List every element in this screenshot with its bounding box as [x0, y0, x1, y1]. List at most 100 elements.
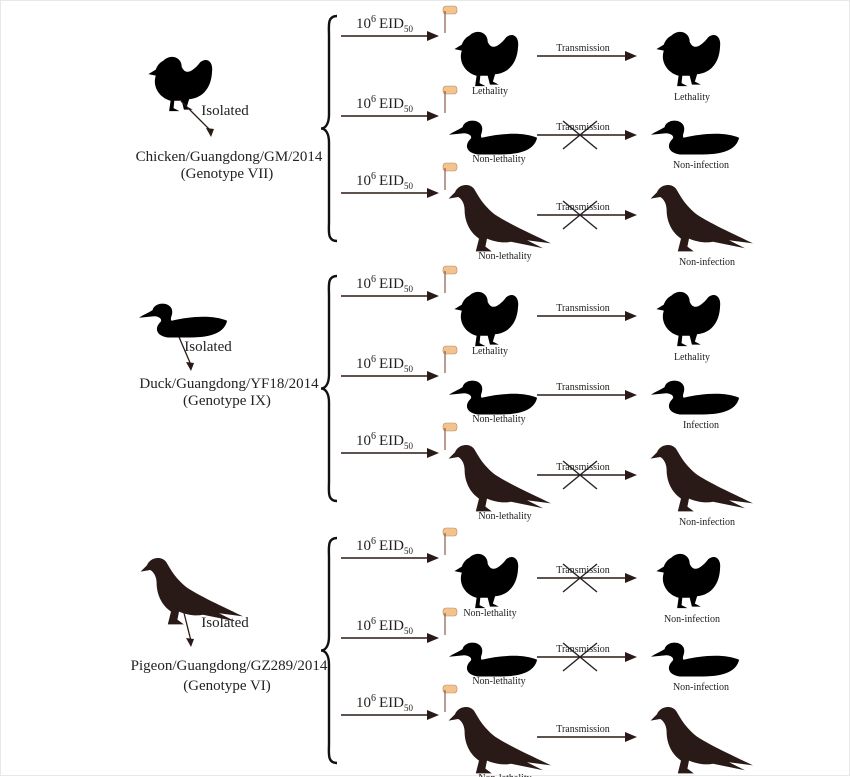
arrow-head [427, 291, 439, 301]
strain-name: Chicken/Guangdong/GM/2014 [136, 149, 323, 165]
strain-name: Duck/Guangdong/YF18/2014 [139, 376, 319, 392]
blocked-cross-icon [562, 642, 598, 672]
inoculated-duck-icon [448, 120, 538, 155]
arrow-head [427, 111, 439, 121]
hand-shape [442, 607, 458, 617]
dose-base: 10 [356, 433, 371, 449]
dose-unit: EID [379, 618, 404, 634]
strain-name: Pigeon/Guangdong/GZ289/2014 [131, 658, 328, 674]
contact-chicken-icon [656, 553, 721, 609]
dropper-icon [442, 85, 458, 113]
arrow-head [625, 573, 637, 583]
transmission-arrow [537, 311, 637, 321]
inoculated-pigeon-icon [448, 707, 551, 774]
cross-line [562, 200, 598, 230]
dose-unit: EID [379, 695, 404, 711]
inoculated-outcome: Non-lethality [478, 773, 531, 777]
dropper-icon [442, 5, 458, 33]
genotype-label: (Genotype VII) [181, 166, 274, 182]
contact-outcome: Infection [683, 420, 719, 431]
dropper-icon [442, 527, 458, 555]
inoculated-duck-icon [448, 380, 538, 415]
brace [320, 536, 338, 765]
inoculated-outcome: Lethality [472, 86, 508, 97]
transmission-arrow [537, 652, 637, 662]
isolated-label: Isolated [184, 339, 232, 355]
arrow-head [625, 51, 637, 61]
hand-shape [442, 265, 458, 275]
dropper-icon [442, 162, 458, 190]
transmission-arrow [537, 130, 637, 140]
arrow-head [427, 188, 439, 198]
contact-duck-icon [650, 120, 740, 155]
dose-sub: 50 [404, 703, 414, 713]
inoculated-chicken-icon [454, 291, 519, 347]
arrow-head [625, 390, 637, 400]
transmission-arrow [537, 390, 637, 400]
dose-base: 10 [356, 695, 371, 711]
dose-exp: 6 [371, 616, 376, 627]
isolated-label: Isolated [201, 103, 249, 119]
dose-unit: EID [379, 276, 404, 292]
inoculation-arrow [341, 553, 439, 563]
inoculation-arrow [341, 31, 439, 41]
arrow-head [186, 362, 194, 371]
contact-chicken-icon [656, 31, 721, 87]
inoculation-arrow [341, 710, 439, 720]
contact-outcome: Non-infection [679, 257, 735, 268]
dose-sub: 50 [404, 104, 414, 114]
dose-sub: 50 [404, 626, 414, 636]
contact-duck-icon [650, 642, 740, 677]
inoculation-arrow [341, 371, 439, 381]
hand-shape [442, 422, 458, 432]
contact-pigeon-icon [650, 445, 753, 512]
transmission-label: Transmission [556, 202, 610, 213]
dose-base: 10 [356, 356, 371, 372]
inoculated-pigeon-icon [448, 445, 551, 512]
dose-unit: EID [379, 433, 404, 449]
dose-unit: EID [379, 173, 404, 189]
arrow-head [625, 732, 637, 742]
dose-exp: 6 [371, 274, 376, 285]
hand-shape [442, 5, 458, 15]
contact-outcome: Non-infection [679, 517, 735, 528]
hand-shape [442, 162, 458, 172]
dropper-icon [442, 265, 458, 293]
cross-line [562, 642, 598, 672]
contact-outcome: Non-infection [673, 160, 729, 171]
dose-base: 10 [356, 96, 371, 112]
inoculated-duck-icon [448, 642, 538, 677]
blocked-cross-icon [562, 460, 598, 490]
dose-base: 10 [356, 173, 371, 189]
inoculated-chicken-icon [454, 553, 519, 609]
dose-exp: 6 [371, 171, 376, 182]
dose-unit: EID [379, 356, 404, 372]
dose-base: 10 [356, 16, 371, 32]
transmission-arrow [537, 51, 637, 61]
transmission-arrow [537, 573, 637, 583]
isolated-arrow [182, 608, 194, 647]
inoculated-outcome: Non-lethality [472, 154, 525, 165]
inoculation-arrow [341, 188, 439, 198]
hand-shape [442, 85, 458, 95]
inoculation-arrow [341, 111, 439, 121]
contact-outcome: Non-infection [664, 614, 720, 625]
arrow-shaft [180, 100, 212, 132]
contact-outcome: Non-infection [673, 682, 729, 693]
arrow-head [427, 31, 439, 41]
cross-line [562, 120, 598, 150]
dose-exp: 6 [371, 354, 376, 365]
genotype-label: (Genotype IX) [183, 393, 271, 409]
inoculated-outcome: Non-lethality [478, 511, 531, 522]
